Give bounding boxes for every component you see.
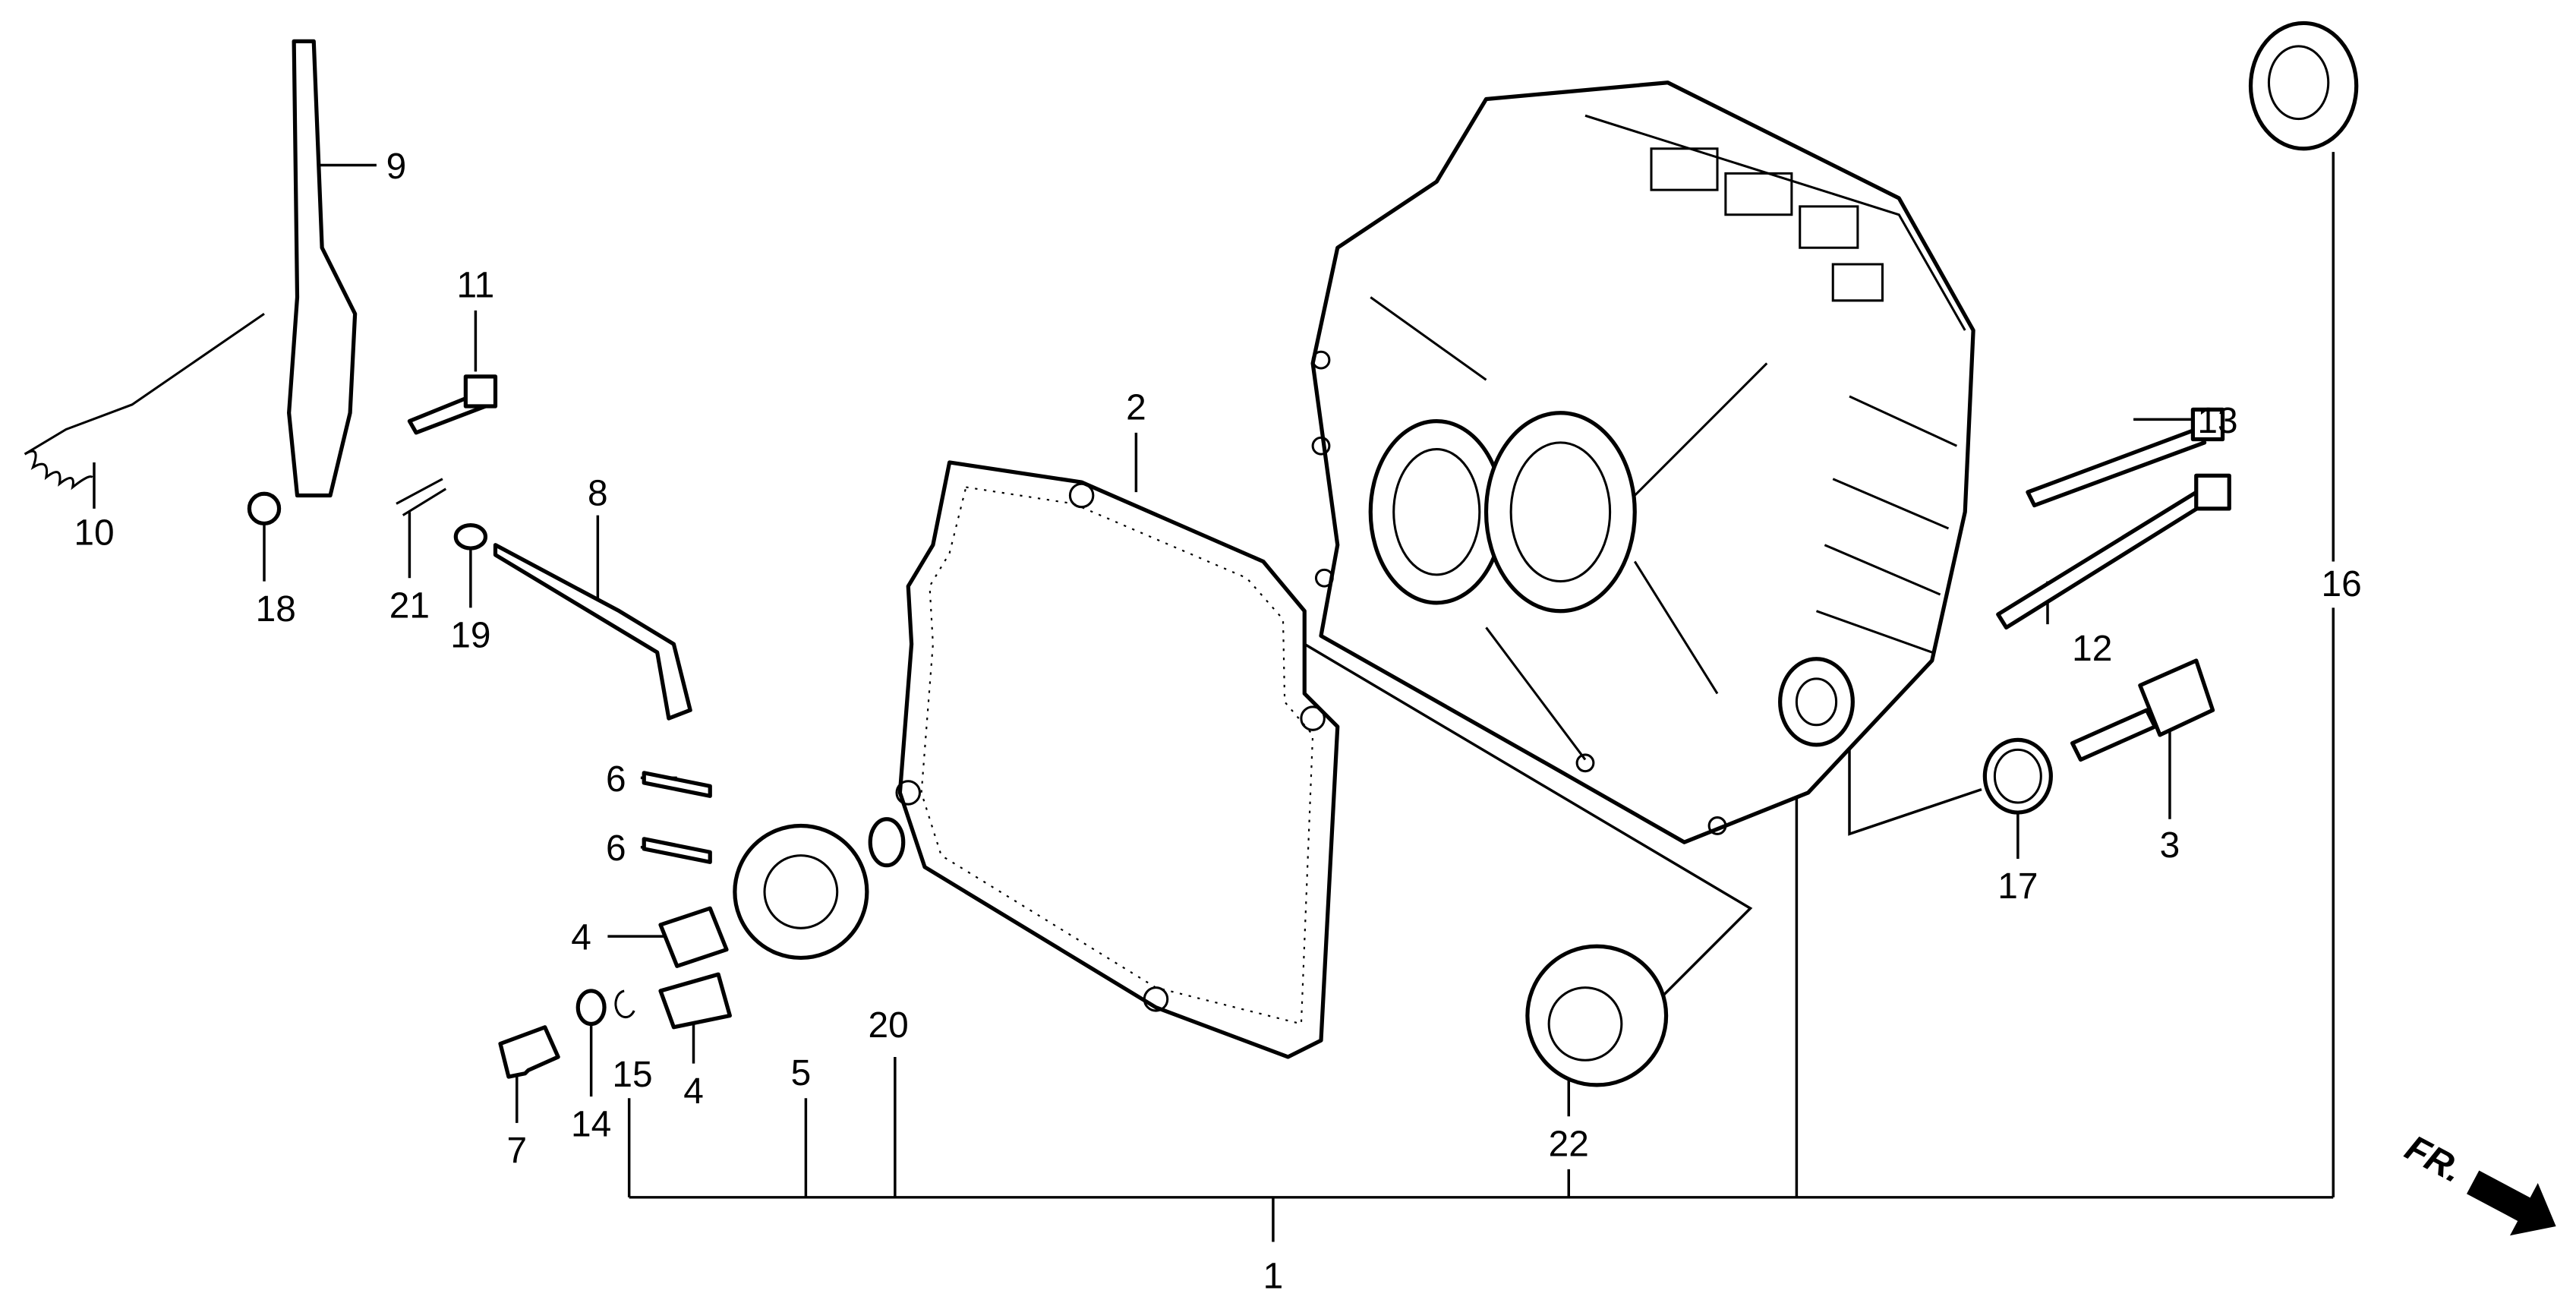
callout-13: 13 <box>2197 401 2237 441</box>
callout-19: 19 <box>450 616 490 656</box>
callout-3: 3 <box>2160 825 2180 866</box>
front-label: FR. <box>2398 1128 2469 1191</box>
callout-21: 21 <box>389 585 430 626</box>
callout-4a: 4 <box>571 918 591 958</box>
callout-17: 17 <box>1997 866 2038 907</box>
callout-6a: 6 <box>606 759 626 800</box>
callout-11: 11 <box>457 265 495 305</box>
callout-20: 20 <box>869 1005 909 1046</box>
small-parts <box>24 21 2359 1087</box>
gasket <box>895 460 1340 1059</box>
callout-10: 10 <box>74 513 114 554</box>
callout-1: 1 <box>1263 1256 1284 1296</box>
callout-4b: 4 <box>683 1071 704 1112</box>
front-arrow-icon <box>2467 1170 2556 1236</box>
callout-18: 18 <box>256 589 296 629</box>
callout-15: 15 <box>612 1055 652 1095</box>
callout-22: 22 <box>1549 1124 1589 1164</box>
callout-5: 5 <box>791 1053 812 1093</box>
callout-labels: 1 2 3 4 4 5 6 6 7 8 9 10 11 12 13 14 15 … <box>74 147 2361 1297</box>
callout-12: 12 <box>2072 629 2112 669</box>
callout-6b: 6 <box>606 828 626 869</box>
callout-8: 8 <box>588 474 608 514</box>
callout-7: 7 <box>506 1131 527 1171</box>
crankcase-cover <box>1310 80 1975 844</box>
front-direction-indicator: FR. <box>2398 1128 2556 1236</box>
callout-16: 16 <box>2322 564 2362 604</box>
callout-14: 14 <box>571 1104 611 1144</box>
callout-9: 9 <box>386 147 407 187</box>
callout-2: 2 <box>1126 387 1146 427</box>
